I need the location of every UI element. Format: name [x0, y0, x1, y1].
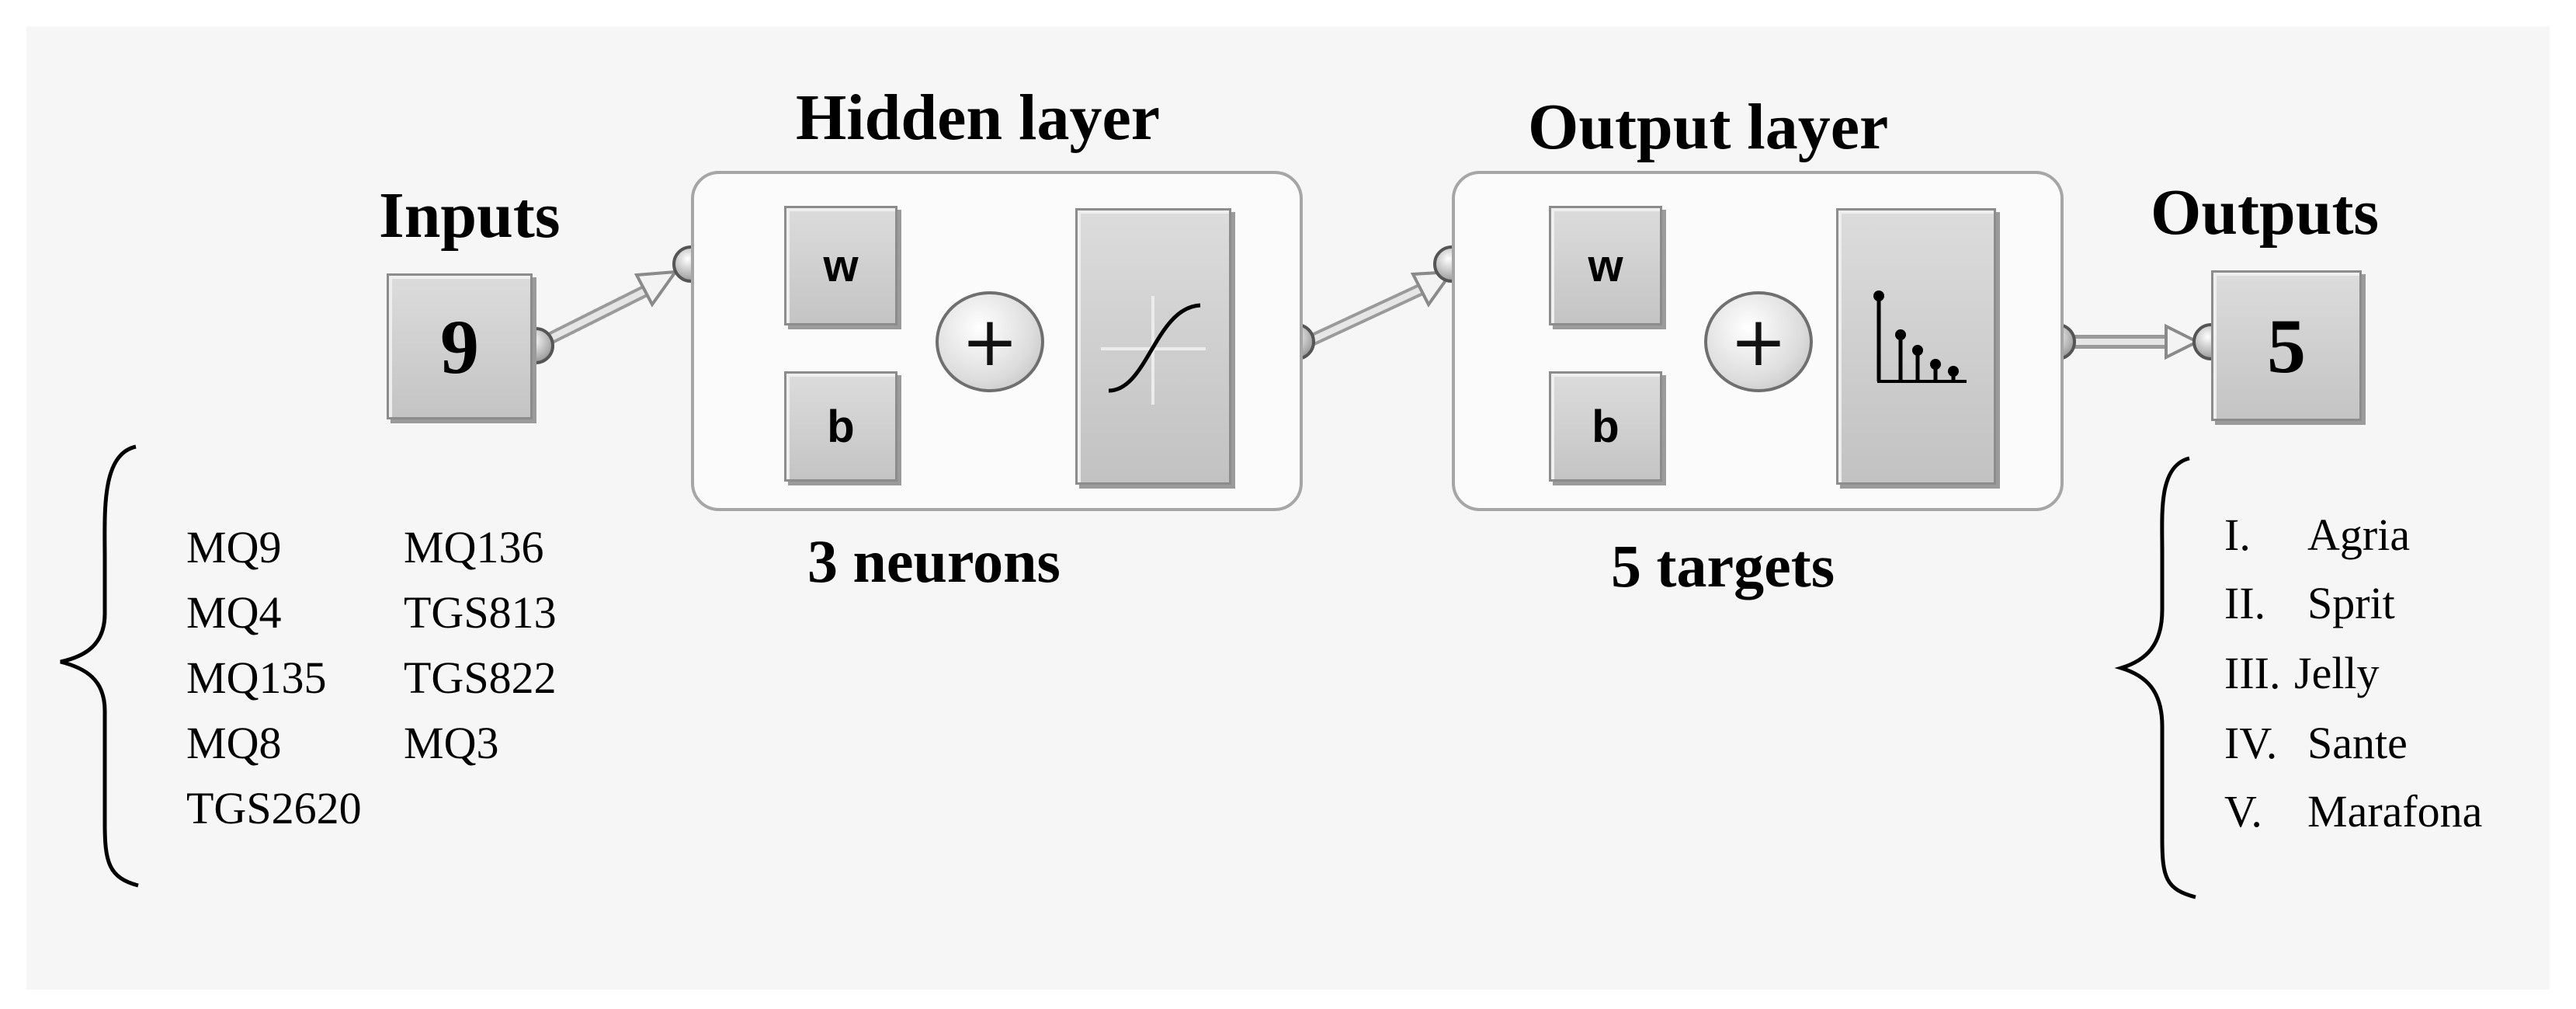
class-numeral: II. [2224, 578, 2266, 628]
class-numeral: I. [2224, 510, 2251, 560]
softmax-stem-icon [1836, 208, 1996, 485]
sensor-item: MQ4 [186, 587, 282, 638]
input-count-box: 9 [387, 273, 533, 419]
class-name: Sante [2307, 718, 2408, 768]
hidden-bias-box: b [784, 371, 897, 482]
sensor-item: TGS2620 [186, 783, 362, 833]
sensor-item: MQ8 [186, 718, 282, 768]
outputs-title: Outputs [2151, 176, 2380, 249]
output-layer-title: Output layer [1528, 91, 1889, 163]
hidden-neurons-label: 3 neurons [807, 527, 1061, 595]
class-name: Marafona [2307, 786, 2483, 837]
sensor-item: MQ9 [186, 522, 282, 572]
left-brace [60, 444, 139, 888]
sensor-item: TGS813 [404, 587, 557, 638]
sigmoid-curve-graphic [1101, 296, 1206, 405]
sensor-item: MQ3 [404, 718, 499, 768]
class-name: Jelly [2294, 648, 2380, 698]
output-count-box: 5 [2211, 270, 2362, 421]
output-bias-box: b [1549, 371, 1662, 482]
class-numeral: IV. [2224, 718, 2278, 768]
hidden-weight-box: w [784, 206, 897, 325]
output-targets-label: 5 targets [1611, 532, 1835, 600]
right-brace [2114, 456, 2196, 899]
arrow-input-to-hidden [533, 270, 679, 352]
sensor-item: MQ135 [186, 652, 327, 703]
class-numeral: V. [2224, 786, 2262, 837]
class-name: Agria [2307, 510, 2411, 560]
sigmoid-curve-icon [1075, 208, 1231, 485]
hidden-layer-title: Hidden layer [796, 82, 1161, 154]
sensor-item: MQ136 [404, 522, 544, 572]
arrow-output-to-outputs [2069, 323, 2201, 360]
softmax-stem-graphic [1873, 291, 1967, 383]
arrow-hidden-to-output [1305, 270, 1456, 348]
class-name: Sprit [2307, 578, 2395, 628]
inputs-title: Inputs [379, 179, 561, 252]
class-numeral: III. [2224, 648, 2281, 698]
plus-icon: + [1704, 291, 1813, 392]
sensor-item: TGS822 [404, 652, 557, 703]
output-weight-box: w [1549, 206, 1662, 325]
plus-icon: + [936, 291, 1044, 392]
